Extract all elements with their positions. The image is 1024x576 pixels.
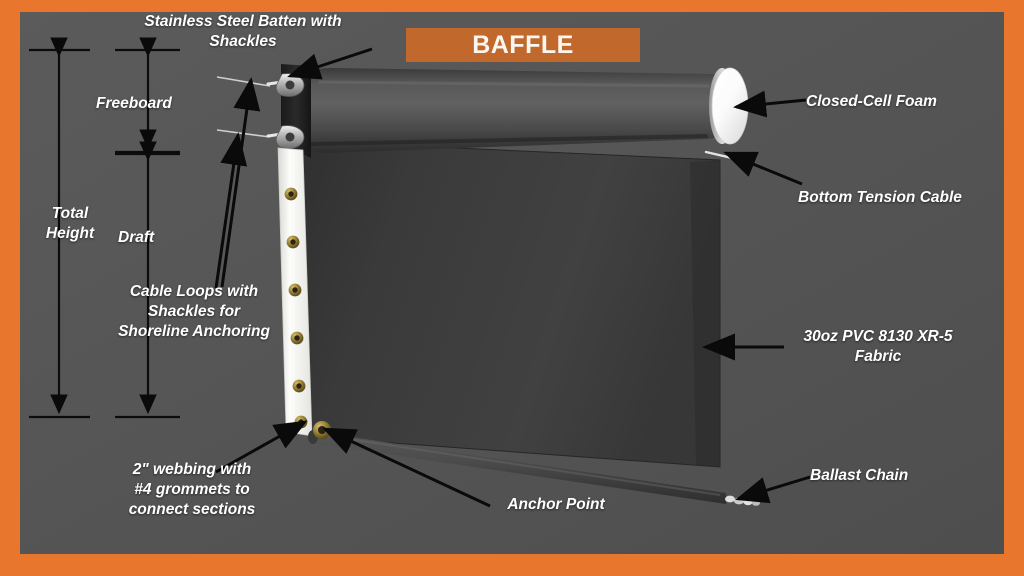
product-illustration	[20, 12, 1004, 554]
leader-ballast-chain	[735, 475, 811, 504]
title-banner: BAFFLE	[406, 28, 640, 62]
leader-webbing-grommets	[215, 420, 308, 474]
page-title: BAFFLE	[472, 30, 574, 59]
dimension-draft	[115, 141, 180, 419]
diagram-canvas: BAFFLE Stainless Steel Batten with Shack…	[20, 12, 1004, 554]
flotation-tube	[296, 68, 734, 154]
dimension-total-height	[29, 37, 90, 419]
closed-cell-foam-end-cap	[709, 67, 749, 145]
leader-closed-cell-foam	[733, 90, 807, 118]
callout-webbing-grommets: 2" webbing with #4 grommets to connect s…	[128, 461, 256, 518]
dimension-label-draft: Draft	[118, 229, 155, 246]
leader-cable-loops-upper	[220, 77, 261, 288]
leader-stainless-steel-batten	[287, 47, 373, 80]
callout-pvc-fabric: 30oz PVC 8130 XR-5 Fabric	[803, 328, 953, 365]
callout-closed-cell-foam: Closed-Cell Foam	[806, 93, 937, 110]
leader-cable-loops-lower	[214, 132, 248, 289]
leader-anchor-point	[322, 427, 491, 508]
leader-bottom-tension-cable	[723, 151, 803, 186]
callout-ballast-chain: Ballast Chain	[810, 467, 909, 484]
callout-stainless-steel-batten: Stainless Steel Batten with Shackles	[144, 13, 342, 50]
dimension-label-freeboard: Freeboard	[96, 95, 172, 112]
callout-cable-loops: Cable Loops with Shackles for Shoreline …	[118, 283, 270, 340]
callout-bottom-tension-cable: Bottom Tension Cable	[798, 189, 962, 206]
callout-anchor-point: Anchor Point	[507, 496, 605, 513]
pvc-fabric-panel	[281, 139, 721, 468]
dimension-label-total-height: Total Height	[45, 205, 95, 242]
